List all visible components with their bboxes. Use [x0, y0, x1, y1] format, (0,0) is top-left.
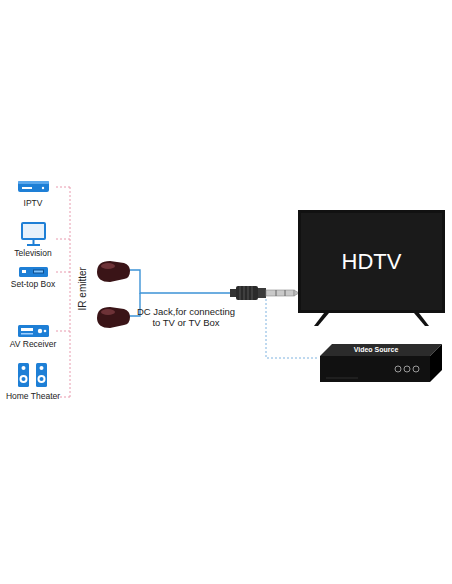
emitter-label: IR emitter [77, 267, 89, 310]
device-label: Home Theater [6, 392, 60, 402]
home-theater-icon [18, 363, 47, 387]
dc-jack-plug [230, 286, 299, 300]
jack-label: DC Jack,for connecting to TV or TV Box [132, 307, 240, 329]
box-front [320, 356, 430, 382]
button [404, 366, 410, 372]
node-text: HDTV [342, 249, 402, 275]
node-text: Video Source [354, 346, 399, 353]
hdtv-set [298, 210, 445, 326]
box-top [320, 344, 442, 356]
set-top-box-icon [19, 267, 48, 277]
device-label: IPTV [24, 199, 43, 209]
button [413, 366, 419, 372]
dotted-bracket [56, 187, 70, 397]
television-icon [22, 223, 45, 245]
iptv-icon [18, 181, 49, 192]
screen-box: HDTV [301, 213, 442, 310]
device-label: Television [14, 249, 51, 259]
device-label: Set-top Box [11, 280, 55, 290]
device-label: AV Receiver [10, 340, 57, 350]
box-side [430, 344, 442, 382]
ir-emitter [97, 261, 130, 328]
video-source-box: Video Source [318, 342, 444, 384]
button [395, 366, 401, 372]
av-receiver-icon [18, 325, 49, 337]
trim-line [326, 378, 358, 379]
